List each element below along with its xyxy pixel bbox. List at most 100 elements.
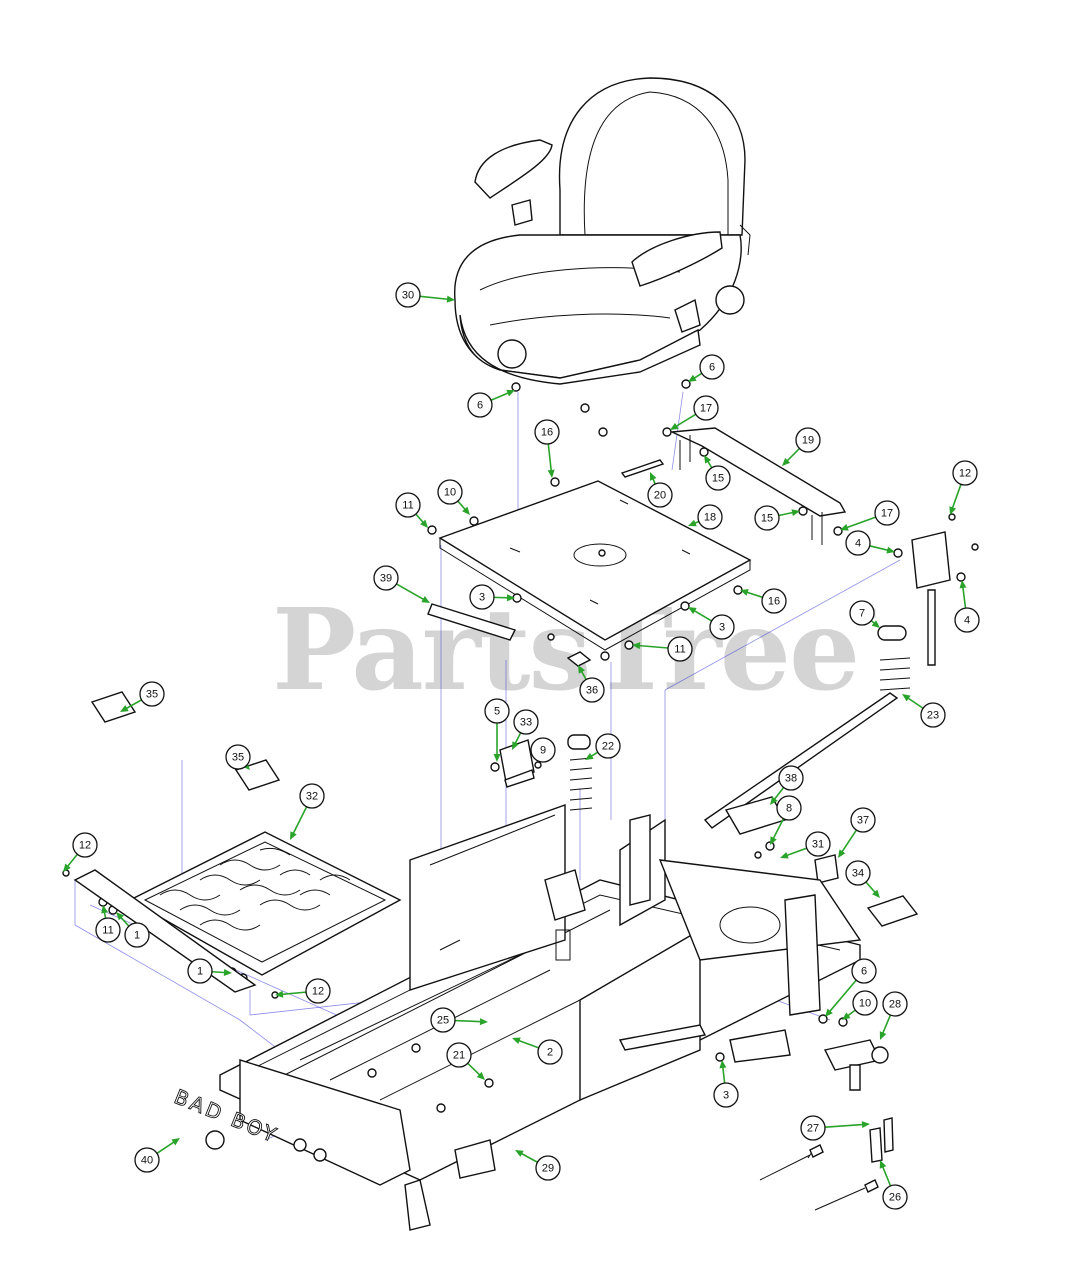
callout-circle	[124, 922, 150, 948]
callout-arrow-line	[467, 1062, 482, 1077]
callout-number: 21	[453, 1050, 465, 1062]
callout-number: 12	[959, 468, 971, 480]
callout-number: 4	[855, 538, 861, 550]
callout-arrowhead	[879, 1160, 887, 1169]
callout-arrowhead	[479, 1018, 488, 1026]
callout-number: 35	[232, 752, 244, 764]
callout-number: 34	[852, 868, 864, 880]
callout-arrow-line	[692, 609, 713, 622]
callout-11: 11	[632, 636, 693, 662]
callout-18: 18	[688, 504, 723, 530]
callout-circle	[437, 479, 463, 505]
callout-40: 40	[134, 1138, 180, 1173]
callout-circle	[446, 1042, 472, 1068]
callout-circle	[299, 783, 325, 809]
callout-number: 40	[141, 1155, 153, 1167]
callout-number: 10	[859, 998, 871, 1010]
callout-number: 6	[861, 966, 867, 978]
callout-number: 23	[927, 710, 939, 722]
callout-arrow-line	[785, 447, 801, 463]
callout-6: 6	[825, 958, 877, 1017]
callout-arrow-line	[785, 847, 808, 857]
callout-circle	[95, 917, 121, 943]
callout-12: 12	[63, 832, 98, 872]
callout-arrowhead	[770, 836, 777, 845]
callout-arrow-line	[840, 829, 858, 854]
callout-arrow-line	[211, 970, 227, 974]
callout-20: 20	[647, 472, 673, 508]
callout-39: 39	[373, 565, 430, 603]
callout-arrow-line	[415, 513, 425, 524]
callout-arrowhead	[861, 1121, 870, 1129]
callout-circle	[484, 698, 510, 724]
main-frame	[219, 804, 862, 1231]
callout-arrowhead	[670, 422, 679, 430]
callout-arrowhead	[840, 523, 849, 531]
callout-10: 10	[437, 479, 470, 515]
callout-circle	[761, 588, 787, 614]
callout-arrow-line	[745, 591, 763, 599]
callout-number: 37	[857, 815, 869, 827]
callout-1: 1	[116, 912, 150, 948]
callout-number: 12	[312, 986, 324, 998]
callout-circle	[530, 737, 556, 763]
callout-arrowhead	[704, 455, 712, 464]
callout-arrowhead	[838, 849, 846, 858]
callout-arrowhead	[512, 1037, 521, 1045]
callout-number: 29	[542, 1163, 554, 1175]
callout-circle	[851, 958, 877, 984]
callout-arrowhead	[420, 519, 428, 528]
callout-circle	[699, 354, 725, 380]
callout-arrowhead	[782, 457, 791, 466]
callout-number: 10	[444, 487, 456, 499]
callout-arrow-line	[772, 818, 785, 841]
callout-circle	[72, 832, 98, 858]
callout-number: 7	[859, 608, 865, 620]
callout-number: 1	[197, 966, 203, 978]
callout-circle	[850, 807, 876, 833]
callout-circle	[469, 584, 495, 610]
seat-plate	[438, 427, 847, 651]
callout-number: 6	[709, 362, 715, 374]
callout-arrowhead	[275, 990, 284, 998]
callout-arrow-line	[637, 644, 669, 649]
callout-arrowhead	[649, 472, 657, 481]
callout-number: 3	[719, 622, 725, 634]
callout-arrowhead	[871, 620, 880, 628]
callout-number: 36	[586, 685, 598, 697]
callout-33: 33	[512, 709, 539, 750]
callout-number: 6	[477, 400, 483, 412]
callout-19: 19	[782, 427, 821, 466]
callout-arrowhead	[879, 1031, 887, 1040]
callout-35: 35	[225, 744, 251, 770]
callout-circle	[225, 744, 251, 770]
callout-arrowhead	[585, 752, 594, 760]
callout-number: 11	[674, 644, 685, 656]
callout-3: 3	[469, 584, 515, 610]
callout-circle	[134, 1147, 160, 1173]
callout-38: 38	[770, 765, 804, 805]
lever-and-cables	[759, 1039, 894, 1211]
callout-number: 17	[881, 508, 893, 520]
callout-11: 11	[395, 492, 428, 528]
callout-arrowhead	[770, 796, 778, 805]
callout-3: 3	[713, 1060, 739, 1108]
callout-circle	[754, 505, 780, 531]
callout-number: 33	[520, 717, 532, 729]
callout-29: 29	[515, 1150, 561, 1181]
callout-circle	[713, 1082, 739, 1108]
callout-number: 11	[402, 500, 413, 512]
callout-circle	[874, 500, 900, 526]
callout-arrow-line	[513, 732, 522, 745]
callout-arrow-line	[721, 1065, 726, 1084]
callout-17: 17	[840, 500, 900, 531]
callout-number: 16	[541, 427, 553, 439]
callout-circle	[187, 958, 213, 984]
callout-number: 12	[79, 840, 91, 852]
callout-36: 36	[578, 665, 605, 703]
callout-arrowhead	[886, 546, 895, 554]
callout-circle	[882, 1184, 908, 1210]
callout-22: 22	[585, 733, 621, 760]
callout-arrowhead	[578, 665, 585, 674]
callout-arrowhead	[842, 1012, 851, 1020]
